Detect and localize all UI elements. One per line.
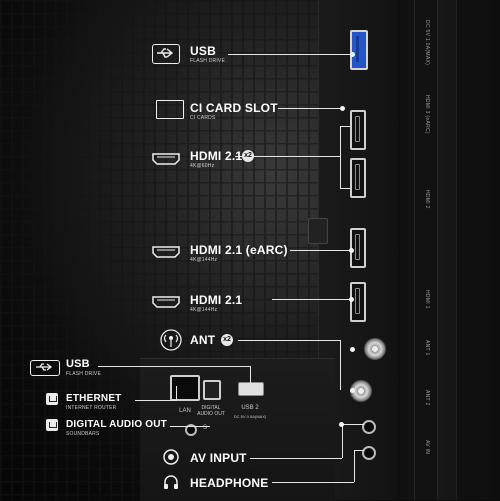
usb-top-title: USB (190, 44, 216, 58)
leader-dot-ant-1 (350, 347, 355, 352)
ethernet-sub: INTERNET ROUTER (66, 405, 117, 411)
av-input-jack[interactable] (362, 420, 376, 434)
av-input-title: AV INPUT (190, 451, 247, 465)
usb-port-2-power: DC 5V 0.5A(MAX) (233, 414, 267, 419)
leader-line-av-h (342, 424, 364, 425)
headphone-icon (163, 474, 179, 490)
ant-badge: x2 (221, 334, 233, 346)
side-text-ant1: ANT 1 (424, 340, 430, 356)
side-text-hdmi1: HDMI 1 (424, 290, 430, 309)
leader-bracket-top (340, 126, 350, 127)
leader-dot-ci (340, 106, 345, 111)
optical-port[interactable] (203, 380, 221, 400)
digital-audio-sub: SOUNDBARS (66, 431, 100, 437)
usb-icon-bottom (30, 360, 60, 376)
optical-port-label: DIGITAL AUDIO OUT (197, 405, 225, 417)
usb-port-2-label: USB 2 (241, 405, 259, 411)
ant-title: ANT (190, 333, 216, 347)
service-label: S (202, 425, 207, 431)
ci-card-sub: CI CARDS (190, 115, 216, 121)
hdmi-x2-title: HDMI 2.1 (190, 149, 243, 163)
leader-line-headphone-v (354, 450, 355, 482)
usb-port-2[interactable] (238, 382, 264, 396)
leader-dot-usb-top (350, 52, 355, 57)
side-strip-2 (456, 0, 481, 500)
leader-bracket-hdmi-x2 (340, 126, 341, 188)
leader-line-usb-top (228, 54, 352, 55)
hdmi-icon-1 (152, 152, 180, 165)
leader-dot-ant-2 (350, 388, 355, 393)
hdmi-sub: 4K@144Hz (190, 307, 218, 313)
leader-dot-av (339, 422, 344, 427)
antenna-port-1[interactable] (364, 338, 386, 360)
side-text-ant2: ANT 2 (424, 390, 430, 406)
hdmi-port-4[interactable] (350, 282, 366, 322)
leader-line-av (250, 458, 342, 459)
leader-dot-hdmi (349, 297, 354, 302)
hdmi-icon-3 (152, 295, 180, 308)
leader-line-hdmi (272, 299, 350, 300)
leader-line-hdmi-earc (290, 250, 350, 251)
headphone-title: HEADPHONE (190, 476, 269, 490)
usb-bottom-title: USB (66, 358, 90, 370)
ci-card-title: CI CARD SLOT (190, 101, 278, 115)
side-text-top: DC 5V 1.0A(MAX) (424, 20, 430, 66)
leader-bracket-ant (340, 340, 341, 390)
hdmi-x2-sub: 4K@60Hz (190, 163, 215, 169)
ethernet-icon (46, 393, 58, 405)
power-connector (308, 218, 328, 244)
digital-audio-title: DIGITAL AUDIO OUT (66, 419, 167, 430)
usb-icon-top (152, 44, 180, 64)
leader-line-ethernet-v (176, 386, 177, 401)
leader-line-digital (170, 426, 210, 427)
digital-audio-icon (46, 419, 58, 431)
leader-line-ci (278, 108, 342, 109)
leader-line-av-v (342, 424, 343, 458)
service-jack[interactable] (185, 424, 197, 436)
leader-line-usb-bottom (98, 366, 250, 367)
antenna-icon (160, 329, 182, 351)
leader-bracket-bottom (340, 188, 350, 189)
leader-dot-hdmi-earc (349, 248, 354, 253)
headphone-jack[interactable] (362, 446, 376, 460)
hdmi-earc-title: HDMI 2.1 (eARC) (190, 243, 288, 257)
hdmi-x2-badge: x2 (242, 150, 254, 162)
leader-line-usb-bottom-v (250, 366, 251, 388)
usb-port-top[interactable] (350, 30, 368, 70)
lan-port-label: LAN (179, 408, 191, 414)
side-strip (414, 0, 438, 500)
hdmi-earc-sub: 4K@144Hz (190, 257, 218, 263)
side-text-hdmi3: HDMI 3 (eARC) (424, 95, 430, 134)
hdmi-icon-2 (152, 245, 180, 258)
av-input-icon (163, 449, 179, 465)
side-text-hdmi2: HDMI 2 (424, 190, 430, 209)
leader-line-hdmi-x2 (235, 156, 340, 157)
ci-card-icon (156, 100, 184, 119)
ethernet-title: ETHERNET (66, 393, 122, 404)
hdmi-port-1[interactable] (350, 110, 366, 150)
usb-bottom-sub: FLASH DRIVE (66, 371, 101, 377)
usb-top-sub: FLASH DRIVE (190, 58, 225, 64)
leader-line-ant (238, 340, 340, 341)
leader-line-headphone (272, 482, 354, 483)
hdmi-port-2[interactable] (350, 158, 366, 198)
lan-port[interactable] (170, 375, 200, 401)
side-text-av: AV IN (424, 440, 430, 455)
leader-line-headphone-h (354, 450, 364, 451)
hdmi-title: HDMI 2.1 (190, 293, 243, 307)
leader-line-ethernet (135, 400, 177, 401)
